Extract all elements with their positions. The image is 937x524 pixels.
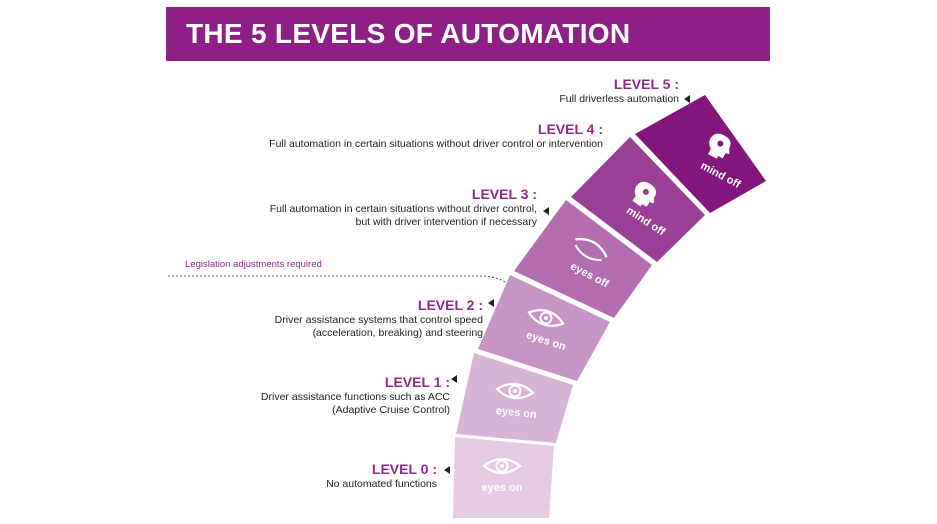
level-0-eye-icon xyxy=(482,457,522,475)
level-5-pointer xyxy=(684,95,690,103)
level-1-desc-2: (Adaptive Cruise Control) xyxy=(332,404,450,416)
level-2-eye-icon xyxy=(527,309,565,327)
level-0-segment xyxy=(453,437,554,518)
level-4-desc: Full automation in certain situations wi… xyxy=(269,138,603,150)
level-2-desc-1: Driver assistance systems that control s… xyxy=(274,314,483,326)
level-3-closed-eye-icon xyxy=(574,237,608,262)
level-2-pointer xyxy=(488,299,494,307)
level-1-title: LEVEL 1 : xyxy=(384,374,450,390)
level-4-title: LEVEL 4 : xyxy=(537,121,603,137)
level-5-head-icon xyxy=(708,133,731,159)
level-2-desc-2: (acceleration, breaking) and steering xyxy=(312,327,483,339)
level-0-pointer xyxy=(444,466,450,474)
level-1-eye-icon xyxy=(495,382,535,400)
level-2-segment xyxy=(478,275,610,381)
level-5-desc: Full driverless automation xyxy=(559,93,679,105)
level-5-segment xyxy=(635,95,766,213)
level-3-segment xyxy=(514,200,652,318)
legislation-dashed-line xyxy=(168,275,516,293)
level-2-text: LEVEL 2 : Driver assistance systems that… xyxy=(275,297,483,340)
level-1-tag: eyes on xyxy=(495,405,537,421)
legislation-note: Legislation adjustments required xyxy=(185,259,322,270)
level-0-desc: No automated functions xyxy=(326,478,437,490)
level-3-desc-1: Full automation in certain situations wi… xyxy=(269,203,537,215)
level-3-pointer xyxy=(543,207,549,215)
level-5-text: LEVEL 5 : Full driverless automation xyxy=(559,76,679,106)
level-4-text: LEVEL 4 : Full automation in certain sit… xyxy=(269,121,603,151)
level-3-desc-2: but with driver intervention if necessar… xyxy=(355,216,538,228)
level-1-pointer xyxy=(451,375,457,383)
level-1-desc-1: Driver assistance functions such as ACC xyxy=(260,391,450,403)
title-banner: THE 5 LEVELS OF AUTOMATION xyxy=(166,7,770,61)
level-5-title: LEVEL 5 : xyxy=(613,76,679,92)
level-0-text: LEVEL 0 : No automated functions xyxy=(326,461,437,491)
level-0-tag: eyes on xyxy=(482,482,523,494)
level-2-title: LEVEL 2 : xyxy=(417,297,483,313)
level-1-text: LEVEL 1 : Driver assistance functions su… xyxy=(261,374,450,417)
level-4-head-icon xyxy=(632,181,657,207)
level-3-title: LEVEL 3 : xyxy=(471,186,537,202)
level-0-title: LEVEL 0 : xyxy=(371,461,437,477)
page-title: THE 5 LEVELS OF AUTOMATION xyxy=(186,18,631,49)
level-3-text: LEVEL 3 : Full automation in certain sit… xyxy=(270,186,537,229)
